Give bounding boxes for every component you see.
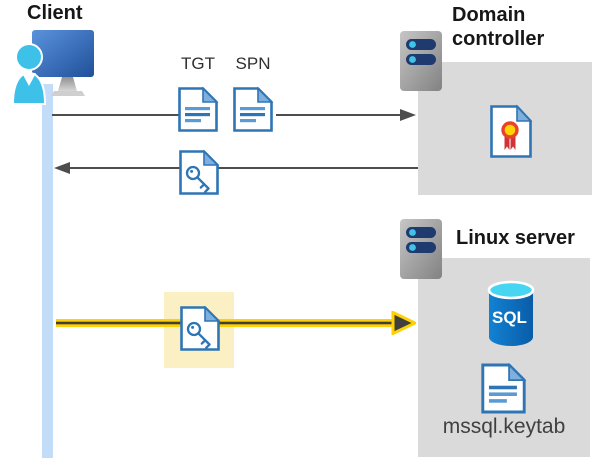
linux-server-label: Linux server	[456, 227, 575, 249]
page-fold	[203, 149, 220, 166]
page-fold	[204, 305, 221, 322]
tgt-ticket-icon	[178, 86, 219, 132]
domain-controller-label: Domain controller	[452, 4, 545, 50]
arrowhead-right	[400, 109, 416, 121]
response-arrow	[54, 162, 418, 174]
monitor-stand	[58, 77, 77, 91]
request-arrow	[52, 109, 416, 121]
certificate-icon	[490, 104, 533, 158]
monitor-shape	[32, 30, 94, 77]
ribbon-right	[510, 135, 516, 150]
rosette	[501, 121, 519, 139]
spn-ticket-icon	[233, 86, 274, 132]
page-fold	[202, 86, 219, 103]
sql-database-icon: SQL	[487, 280, 535, 346]
keytab-filename: mssql.keytab	[442, 415, 566, 438]
authentication-arrow	[56, 311, 416, 335]
page-fold	[257, 86, 274, 103]
client-label: Client	[27, 2, 83, 24]
page-fold	[516, 104, 533, 122]
sql-text: SQL	[492, 308, 527, 327]
arrowhead-yellow	[391, 311, 416, 335]
arrowhead-left	[54, 162, 70, 174]
client-icon	[12, 30, 94, 105]
service-ticket-highlighted-icon	[180, 305, 221, 351]
ribbon-left	[504, 135, 510, 150]
page-fold	[508, 362, 527, 382]
person-head	[15, 43, 43, 71]
linux-server-icon	[400, 219, 442, 279]
service-ticket-icon	[179, 149, 220, 195]
keytab-file-icon	[481, 362, 527, 414]
cylinder-top	[487, 280, 535, 300]
tgt-label: TGT	[181, 54, 215, 73]
key-glyph	[186, 321, 211, 350]
client-lifeline	[42, 84, 53, 458]
domain-controller-server-icon	[400, 31, 442, 91]
cylinder-body	[489, 290, 533, 346]
spn-label: SPN	[235, 54, 271, 73]
key-glyph	[185, 165, 210, 194]
person-collar	[22, 73, 36, 86]
monitor-base	[51, 91, 85, 96]
